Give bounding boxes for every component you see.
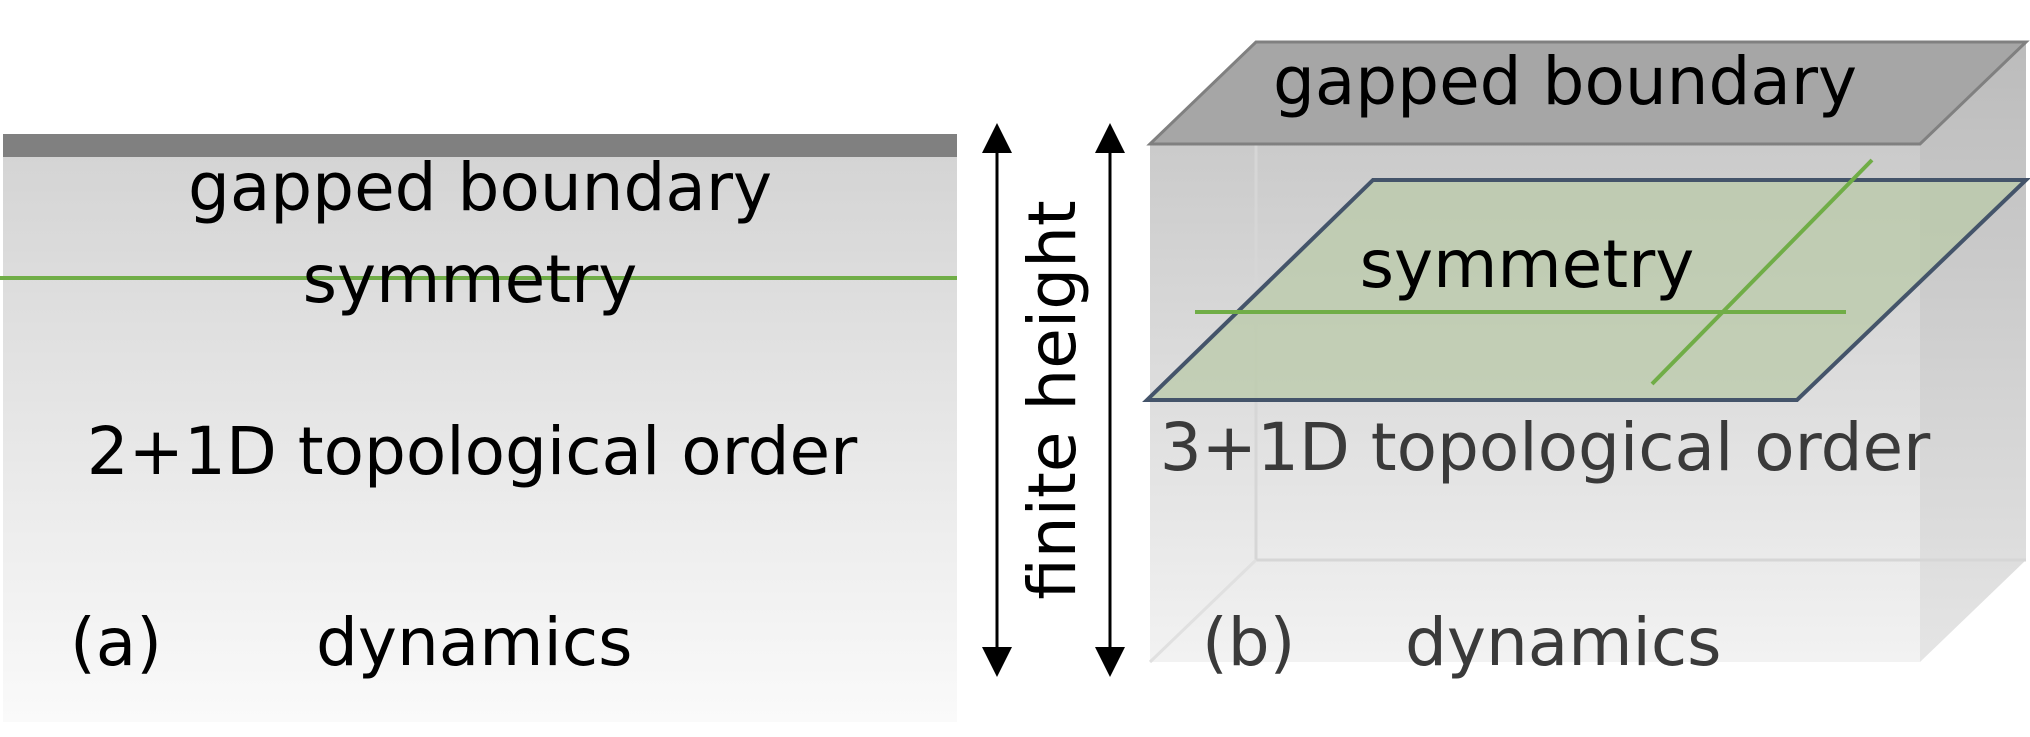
panel-a: gapped boundary symmetry 2+1D topologica… bbox=[0, 134, 957, 722]
panel-a-boundary-label: gapped boundary bbox=[188, 149, 772, 226]
symmetry-plane bbox=[1142, 178, 2030, 402]
box-top-gapped-boundary bbox=[1146, 40, 2030, 146]
panel-a-gapped-boundary-bar bbox=[3, 134, 957, 157]
finite-height-indicator: finite height bbox=[982, 123, 1125, 677]
panel-b-bulk-label: 3+1D topological order bbox=[1160, 409, 1931, 486]
panel-b-dynamics-label: dynamics bbox=[1405, 604, 1722, 681]
symmetry-plane-line-diagonal bbox=[1650, 158, 1874, 386]
panel-b-symmetry-label: symmetry bbox=[1360, 226, 1695, 303]
box-hidden-edge-diagonal bbox=[1148, 558, 1258, 664]
panel-b-boundary-label: gapped boundary bbox=[1273, 43, 1857, 120]
panel-a-tag: (a) bbox=[70, 604, 162, 681]
panel-a-symmetry-label: symmetry bbox=[303, 241, 638, 318]
panel-a-dynamics-label: dynamics bbox=[316, 604, 633, 681]
finite-height-label: finite height bbox=[1014, 200, 1091, 600]
box-right-side bbox=[1920, 42, 2026, 662]
panel-a-bulk-label: 2+1D topological order bbox=[87, 413, 858, 490]
panel-b: gapped boundary symmetry 3+1D topologica… bbox=[1142, 40, 2030, 681]
panel-b-tag: (b) bbox=[1202, 604, 1295, 681]
panel-a-bulk-slab bbox=[3, 152, 957, 722]
